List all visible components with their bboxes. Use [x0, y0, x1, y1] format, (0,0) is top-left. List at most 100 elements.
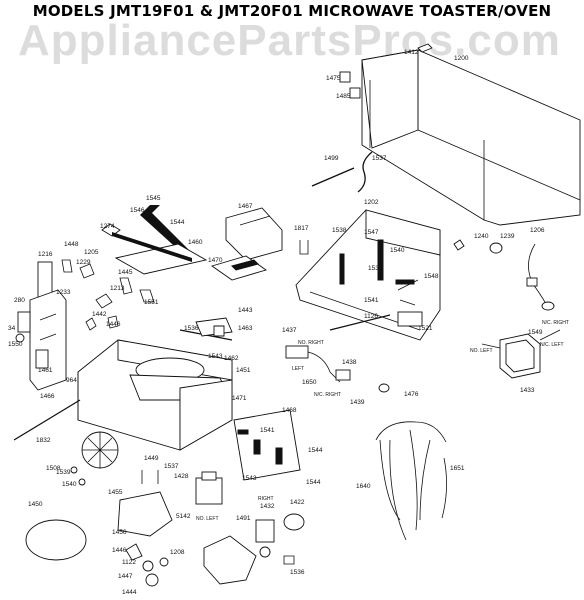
label-1438: 1438	[342, 359, 357, 366]
label-1537a: 1537	[372, 155, 387, 162]
part-1274	[101, 223, 121, 237]
label-1551: 1551	[144, 299, 159, 306]
heater-1832	[13, 399, 81, 441]
label-1485: 1485	[336, 93, 351, 100]
label-1537c: 1537	[164, 463, 179, 470]
label-1233: 1233	[56, 289, 71, 296]
label-1240: 1240	[474, 233, 489, 240]
label-1446: 1446	[106, 321, 121, 328]
part-1448	[61, 259, 73, 273]
label-1439: 1439	[350, 399, 365, 406]
label-1455: 1455	[108, 489, 123, 496]
wire-1537	[357, 151, 373, 193]
label-1547: 1547	[364, 229, 379, 236]
label-1546: 1546	[130, 207, 145, 214]
bracket-1491	[203, 535, 257, 585]
wire-harness-1640	[375, 421, 447, 541]
switch-1437	[285, 345, 351, 383]
label-964: 964	[66, 377, 77, 384]
label-1442: 1442	[92, 311, 107, 318]
part-1475	[339, 71, 351, 83]
label-1443: 1443	[238, 307, 253, 314]
label-1471: 1471	[232, 395, 247, 402]
bracket-1470	[210, 255, 268, 281]
transformer-1433	[481, 329, 561, 379]
part-1540	[78, 478, 86, 486]
wire-1651	[441, 457, 447, 519]
note-no-right: NO. RIGHT	[298, 340, 324, 346]
part-labels: 1200 1412 1475 1485 1499 1537 1202 1817 …	[8, 49, 569, 596]
control-panel-1461	[29, 289, 67, 391]
label-1229: 1229	[76, 259, 91, 266]
label-1205: 1205	[84, 249, 99, 256]
label-1462: 1462	[224, 355, 239, 362]
label-1543b: 1543	[242, 475, 257, 482]
part-1539	[70, 466, 78, 474]
part-1422	[283, 513, 305, 531]
label-1202: 1202	[364, 199, 379, 206]
label-1447: 1447	[118, 573, 133, 580]
motor-1432	[255, 519, 275, 558]
part-1229	[79, 263, 95, 279]
label-1126: 1126	[364, 313, 378, 320]
rod-1499	[311, 167, 355, 187]
note-nc-left: N/C. LEFT	[540, 342, 564, 348]
label-1650: 1650	[302, 379, 317, 386]
label-1206: 1206	[530, 227, 545, 234]
label-1445: 1445	[118, 269, 133, 276]
label-1508: 1508	[46, 465, 61, 472]
label-1540b: 1540	[62, 481, 77, 488]
label-1544c: 1544	[306, 479, 321, 486]
magnetron-1428	[195, 471, 223, 505]
label-1832: 1832	[36, 437, 51, 444]
part-1485	[349, 87, 361, 99]
note-nc-right-2: N/C. RIGHT	[542, 320, 569, 326]
label-1200: 1200	[454, 55, 469, 62]
label-1550: 1550	[8, 341, 23, 348]
label-1540: 1540	[390, 247, 405, 254]
bracket-1467	[225, 207, 283, 261]
label-1538: 1538	[332, 227, 347, 234]
part-280	[17, 311, 31, 333]
label-1433: 1433	[520, 387, 535, 394]
part-1445	[119, 277, 133, 295]
note-no-left-2: NO. LEFT	[196, 516, 219, 522]
diagram-title: MODELS JMT19F01 & JMT20F01 MICROWAVE TOA…	[32, 2, 552, 20]
thermostat-1206	[526, 243, 555, 311]
label-1541b: 1541	[260, 427, 275, 434]
label-1544a: 1544	[170, 219, 185, 226]
label-280: 280	[14, 297, 25, 304]
label-1468: 1468	[282, 407, 297, 414]
label-1412: 1412	[404, 49, 419, 56]
label-1448: 1448	[64, 241, 79, 248]
label-1521: 1521	[418, 325, 433, 332]
label-1536a: 1536	[184, 325, 199, 332]
label-1476: 1476	[404, 391, 419, 398]
label-1463: 1463	[238, 325, 253, 332]
label-1537b: 1537	[368, 265, 383, 272]
label-1446b: 1446	[112, 547, 127, 554]
label-1545: 1545	[146, 195, 161, 202]
part-34	[15, 333, 25, 343]
label-1461: 1461	[38, 367, 53, 374]
part-1476	[378, 383, 390, 393]
strip-1546	[112, 232, 192, 262]
label-1428: 1428	[174, 473, 189, 480]
note-right: RIGHT	[258, 496, 274, 502]
label-1437: 1437	[282, 327, 297, 334]
outer-cabinet	[361, 49, 581, 226]
label-1432: 1432	[260, 503, 275, 510]
part-1122	[142, 560, 154, 572]
part-1447	[145, 573, 159, 587]
label-1422: 1422	[290, 499, 305, 506]
part-1536b	[283, 555, 295, 565]
label-5142: 5142	[176, 513, 191, 520]
label-1548: 1548	[424, 273, 439, 280]
label-1456: 1456	[112, 529, 127, 536]
label-1543a: 1543	[208, 353, 223, 360]
label-1544b: 1544	[308, 447, 323, 454]
watermark: AppliancePartsPros.com	[18, 16, 561, 65]
label-1817: 1817	[294, 225, 309, 232]
part-1208	[159, 557, 169, 567]
